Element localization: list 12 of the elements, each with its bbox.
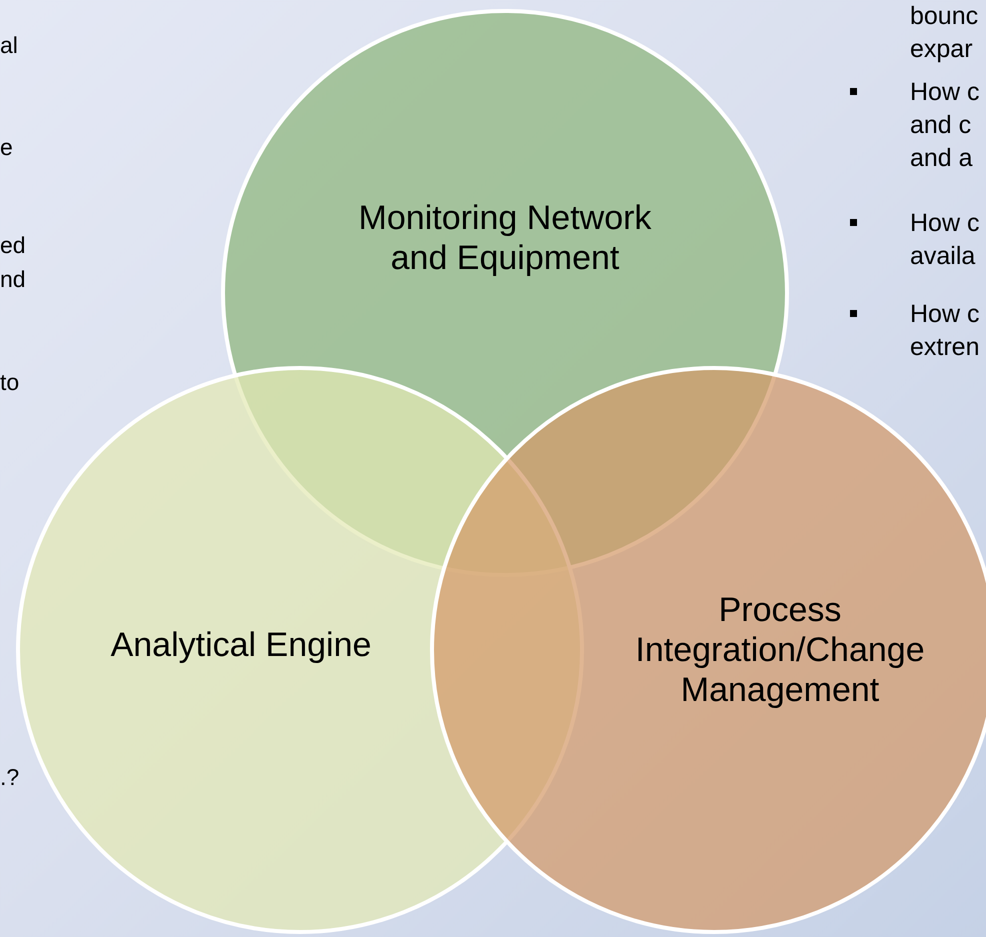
cropped-text: .? bbox=[0, 763, 20, 792]
circle-label: Monitoring Network and Equipment bbox=[358, 199, 652, 279]
circle-label: Analytical Engine bbox=[110, 626, 372, 666]
cropped-text: How c extren bbox=[910, 299, 980, 363]
cropped-text: bounc expar bbox=[910, 1, 980, 65]
cropped-text: to bbox=[0, 368, 20, 397]
cropped-text: How c and c and a bbox=[910, 77, 980, 174]
cropped-text: al bbox=[0, 31, 19, 60]
cropped-text: e bbox=[0, 133, 14, 162]
cropped-text: ed nd bbox=[0, 231, 27, 294]
cropped-text: How c availa bbox=[910, 208, 980, 272]
circle-label: Process Integration/Change Management bbox=[634, 591, 926, 710]
